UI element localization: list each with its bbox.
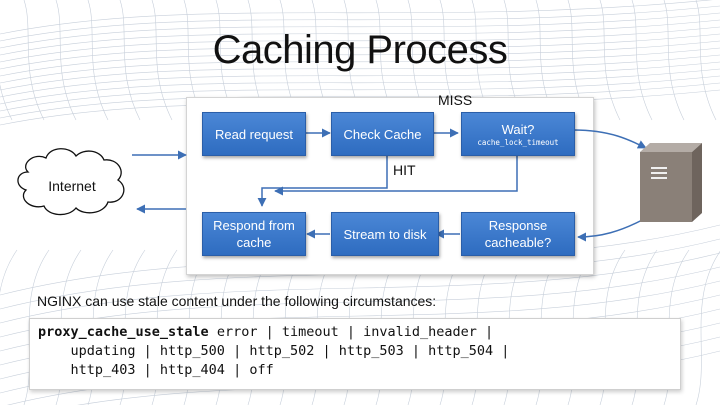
wait-sublabel: cache_lock_timeout [477, 137, 559, 147]
respond-label-line1: Respond from [213, 218, 295, 233]
respond-label-line2: cache [236, 235, 272, 250]
code-block: proxy_cache_use_stale error | timeout | … [29, 318, 681, 390]
check-cache-label: Check Cache [343, 126, 422, 142]
response-cacheable-box: Response cacheable? [461, 212, 575, 256]
stream-label: Stream to disk [343, 226, 427, 242]
server-icon [640, 143, 702, 222]
code-line1: error | timeout | invalid_header | [208, 324, 494, 340]
stale-content-note: NGINX can use stale content under the fo… [37, 293, 437, 309]
slide-title: Caching Process [212, 28, 508, 72]
response-label-line1: Response [488, 218, 548, 233]
code-line2: updating | http_500 | http_502 | http_50… [38, 343, 510, 359]
internet-label: Internet [48, 178, 96, 194]
respond-from-cache-box: Respond from cache [202, 212, 306, 256]
arrow-server-to-response [577, 217, 647, 242]
wait-label: Wait? [501, 121, 535, 137]
hit-label: HIT [393, 162, 416, 178]
stream-to-disk-box: Stream to disk [331, 212, 439, 256]
read-request-box: Read request [202, 112, 306, 156]
arrow-wait-down [274, 155, 518, 196]
cloud-icon [17, 148, 125, 216]
read-request-label: Read request [214, 126, 294, 142]
miss-label: MISS [438, 92, 473, 108]
code-directive: proxy_cache_use_stale [38, 324, 209, 340]
code-line3: http_403 | http_404 | off [38, 362, 274, 378]
response-label-line2: cacheable? [484, 235, 552, 250]
arrow-wait-to-server [573, 129, 647, 149]
wait-box: Wait? cache_lock_timeout [461, 112, 575, 156]
check-cache-box: Check Cache [331, 112, 434, 156]
arrow-hit [257, 155, 388, 207]
